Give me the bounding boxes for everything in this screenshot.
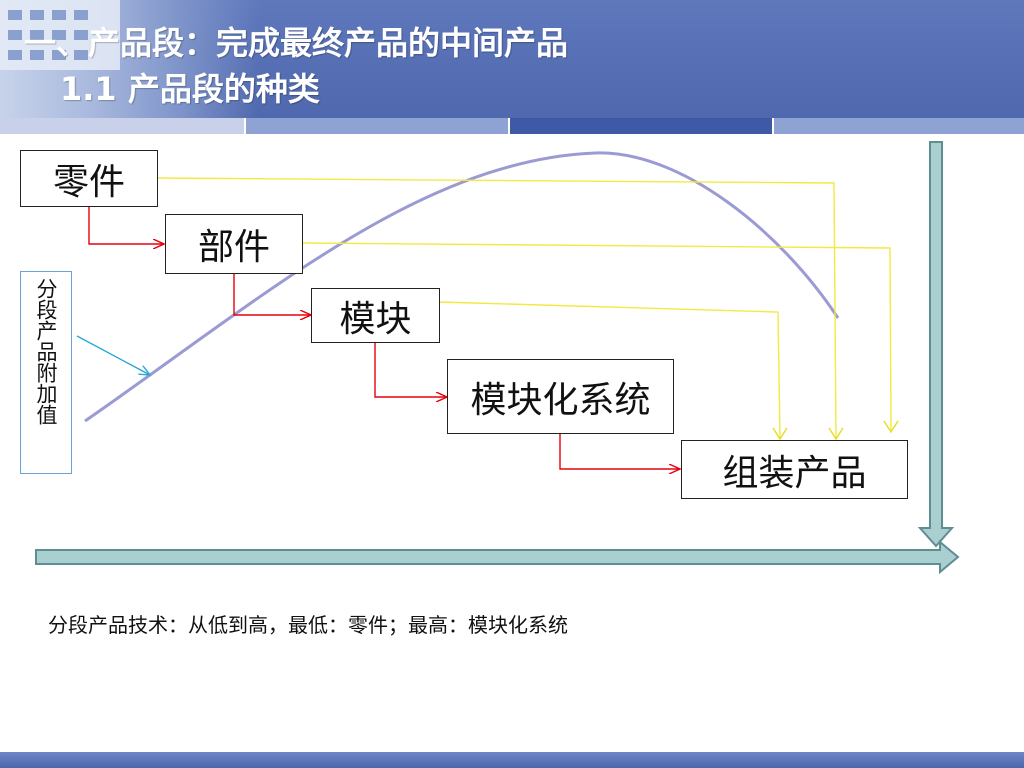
stage-label: 模块 (339, 298, 412, 340)
slide-header: 一、产品段：完成最终产品的中间产品 1.1 产品段的种类 (0, 0, 1024, 118)
slide-title: 一、产品段：完成最终产品的中间产品 (24, 24, 569, 62)
stage-box-assembled-product: 组装产品 (681, 440, 908, 499)
stage-box-parts: 零件 (20, 150, 158, 207)
header-band-2 (246, 118, 508, 134)
step-arrow-4 (559, 434, 680, 469)
step-arrow-2 (233, 274, 311, 315)
caption-text: 分段产品技术：从低到高，最低：零件；最高：模块化系统 (48, 613, 568, 637)
stage-label: 模块化系统 (470, 379, 651, 421)
flow-head-3 (772, 427, 788, 441)
side-label-box: 分段产品附加值 (20, 271, 72, 474)
stage-box-components: 部件 (165, 214, 303, 274)
step-arrow-1 (88, 207, 164, 244)
step-arrow-3 (374, 343, 447, 397)
pointer-arrow (76, 335, 150, 375)
slide-subtitle: 1.1 产品段的种类 (60, 70, 320, 108)
value-curve (84, 151, 840, 423)
flow-line-modules (439, 301, 781, 439)
campus-photo (0, 0, 260, 118)
flow-line-parts (157, 177, 837, 439)
stage-label: 组装产品 (722, 452, 867, 494)
stage-label: 零件 (52, 161, 125, 203)
flow-head-2 (883, 420, 899, 434)
slide-footer (0, 752, 1024, 768)
flow-line-components (302, 242, 892, 431)
flow-head-1 (828, 427, 844, 441)
stage-box-modular-system: 模块化系统 (447, 359, 674, 434)
header-band-4 (774, 118, 1024, 134)
stage-box-modules: 模块 (311, 288, 440, 343)
side-label: 分段产品附加值 (34, 278, 58, 425)
horizontal-axis-arrow (35, 539, 960, 575)
stage-label: 部件 (197, 227, 270, 268)
vertical-axis-arrow (917, 141, 955, 548)
header-band-1 (0, 118, 244, 134)
header-band-3 (510, 118, 772, 134)
